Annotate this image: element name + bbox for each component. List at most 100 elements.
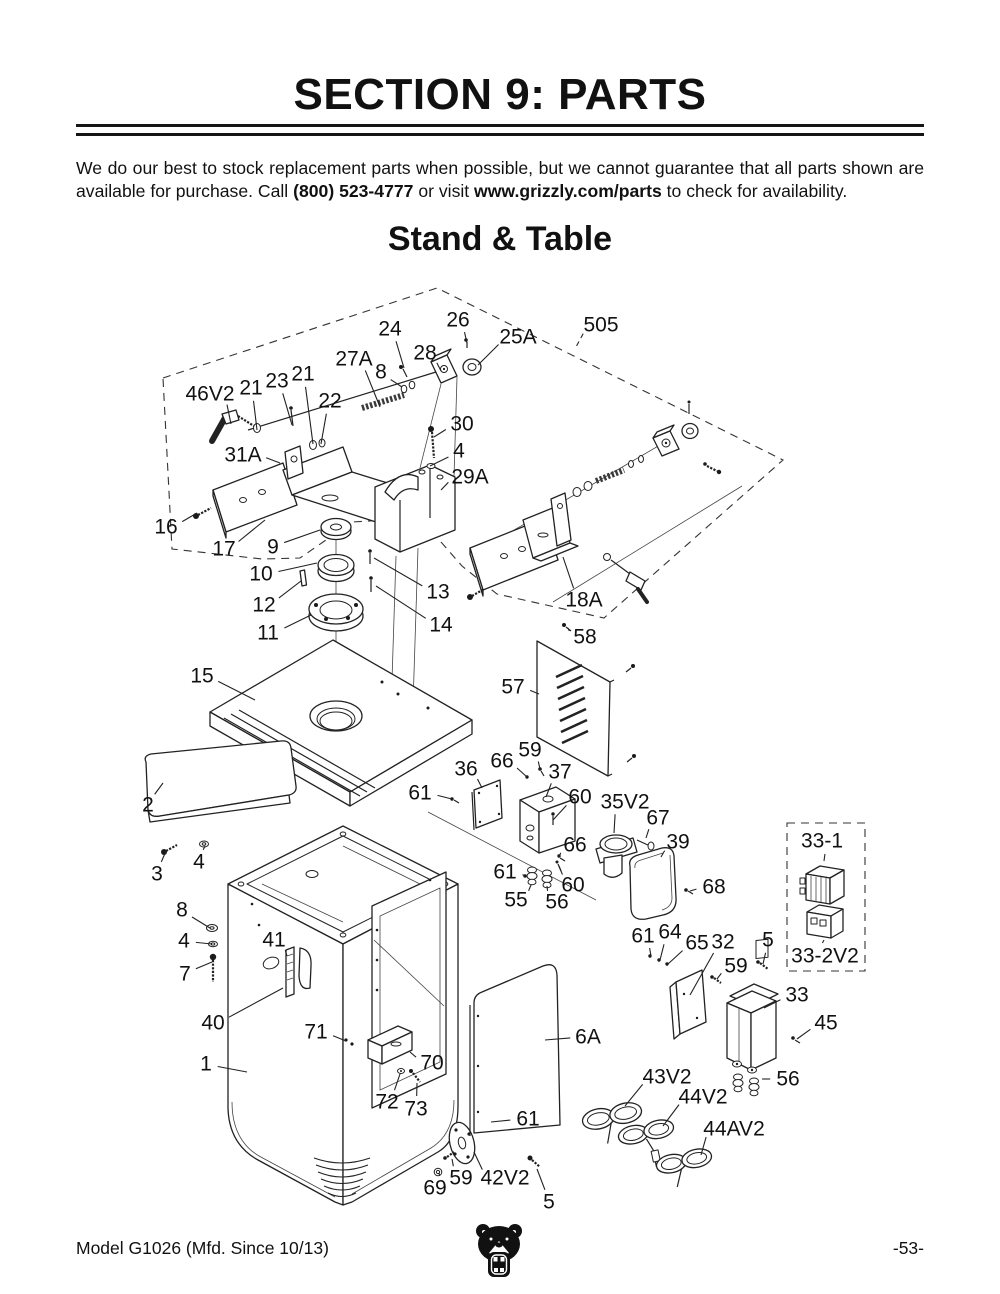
leader-line xyxy=(217,680,256,701)
stand-cabinet-1 xyxy=(227,825,459,1206)
leader-line xyxy=(645,828,650,839)
part-callout: 35V2 xyxy=(600,791,649,814)
fence-bracket-18A xyxy=(522,492,579,562)
spring xyxy=(594,467,626,484)
leader-line xyxy=(473,1151,483,1170)
leader-line xyxy=(436,362,442,372)
diagram-title: Stand & Table xyxy=(387,220,613,258)
slot-cover-40-41 xyxy=(262,946,312,998)
leader-line xyxy=(160,850,167,863)
leader-line xyxy=(545,783,552,798)
part-callout: 14 xyxy=(429,614,453,637)
switch-cover-39 xyxy=(629,847,677,920)
hex-nut xyxy=(572,487,582,497)
bracket-70 xyxy=(344,1025,421,1083)
part-callout: 28 xyxy=(413,342,436,365)
part-callout: 2 xyxy=(142,794,154,817)
phone-number: (800) 523-4777 xyxy=(293,181,414,202)
leader-line xyxy=(440,481,449,491)
part-callout: 11 xyxy=(257,622,279,645)
part-callout: 16 xyxy=(154,516,177,539)
leader-line xyxy=(284,949,288,957)
leader-line xyxy=(282,393,293,426)
part-callout: 26 xyxy=(446,309,469,332)
hex-nut xyxy=(583,481,593,491)
mounting-plate-36 xyxy=(471,779,503,831)
part-callout: 3 xyxy=(151,863,163,886)
leader-line xyxy=(284,529,321,544)
screw xyxy=(687,400,691,414)
leader-line xyxy=(716,973,722,980)
screw-59r xyxy=(710,975,722,984)
part-callout: 24 xyxy=(378,318,402,341)
bracket-32 xyxy=(648,954,769,1040)
pivot-block xyxy=(652,424,680,457)
leader-line xyxy=(662,1104,680,1127)
part-callout: 59 xyxy=(518,739,541,762)
contactor-box-33 xyxy=(726,938,801,1097)
louvers xyxy=(555,663,589,745)
part-callout: 59 xyxy=(449,1167,472,1190)
part-callout: 71 xyxy=(304,1021,327,1044)
set-screw-23 xyxy=(289,406,294,427)
leader-line xyxy=(516,767,528,778)
part-callout: 39 xyxy=(666,831,689,854)
leader-line xyxy=(463,331,468,344)
leader-line xyxy=(433,429,447,438)
part-callout: 4 xyxy=(178,930,190,953)
part-callout: 57 xyxy=(501,676,524,699)
leader-line xyxy=(821,939,825,944)
part-callout: 505 xyxy=(583,314,618,337)
leader-line xyxy=(191,916,211,929)
fastener-stack-8-4-7 xyxy=(206,924,218,982)
part-callout: 12 xyxy=(252,594,275,617)
part-callout: 46V2 xyxy=(185,383,234,406)
screw xyxy=(626,754,636,763)
part-callout: 21 xyxy=(239,377,262,400)
intro-text: We do our best to stock replacement part… xyxy=(76,158,924,202)
leader-line xyxy=(304,386,314,445)
paddle-switch-35V2 xyxy=(595,834,638,878)
part-callout: 43V2 xyxy=(642,1066,691,1089)
leader-line xyxy=(451,1158,454,1167)
leader-line xyxy=(375,585,427,619)
washer-4 xyxy=(199,840,209,848)
screw-59t xyxy=(538,767,545,777)
leader-line xyxy=(823,853,826,862)
part-callout: 55 xyxy=(504,889,527,912)
washer-8a xyxy=(400,384,408,394)
part-callout: 4 xyxy=(453,440,465,463)
bolt-13 xyxy=(368,549,372,564)
part-callout: 60 xyxy=(561,874,584,897)
part-callout: 44AV2 xyxy=(703,1118,765,1141)
leader-line xyxy=(252,400,258,431)
leader-line xyxy=(796,1028,811,1040)
leader-line xyxy=(490,1119,511,1123)
leader-line xyxy=(409,1051,417,1058)
leader-line xyxy=(393,1073,401,1091)
leader-line xyxy=(217,1065,248,1073)
kit-505-boundary xyxy=(162,287,866,972)
leader-line xyxy=(154,782,164,795)
leader-line xyxy=(226,404,232,425)
leader-line xyxy=(558,852,562,858)
switch-assembly xyxy=(450,767,694,920)
part-callout: 45 xyxy=(814,1012,837,1035)
part-callout: 17 xyxy=(212,538,235,561)
spring-27A xyxy=(361,392,405,411)
leader-line xyxy=(476,778,483,789)
fence-bracket-assembly-right xyxy=(467,400,722,604)
leader-line xyxy=(278,580,302,599)
leader-line xyxy=(660,850,666,858)
footer-model-text: Model G1026 (Mfd. Since 10/13) xyxy=(76,1238,329,1258)
electrical-kit-box xyxy=(786,822,866,972)
part-callout: 10 xyxy=(249,563,272,586)
extension-wing-2 xyxy=(144,740,297,855)
part-callout: 44V2 xyxy=(678,1086,727,1109)
leader-line xyxy=(265,457,281,464)
leader-line xyxy=(575,333,584,348)
leader-line xyxy=(320,413,327,445)
